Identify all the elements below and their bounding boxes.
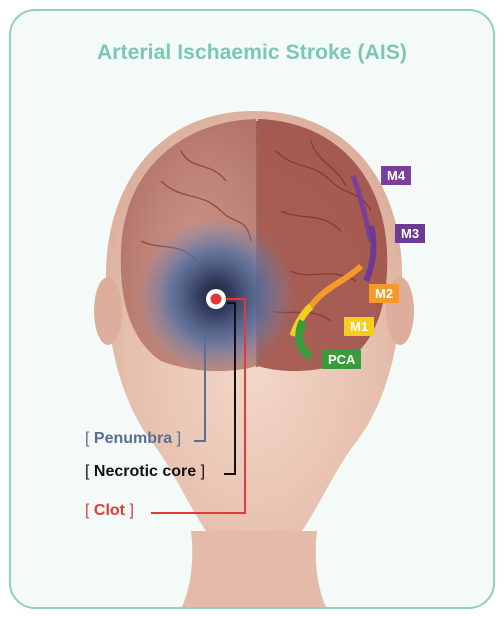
clot-marker bbox=[211, 294, 222, 305]
m1-tag: M1 bbox=[344, 317, 374, 336]
m4-tag: M4 bbox=[381, 166, 411, 185]
diagram-card: Arterial Ischaemic Stroke (AIS) bbox=[9, 9, 495, 609]
neck bbox=[171, 531, 337, 609]
m2-tag: M2 bbox=[369, 284, 399, 303]
penumbra-label: [ Penumbra ] bbox=[85, 430, 181, 448]
m3-tag: M3 bbox=[395, 224, 425, 243]
clot-label: [ Clot ] bbox=[85, 502, 134, 520]
head-illustration bbox=[11, 11, 495, 609]
pca-tag: PCA bbox=[322, 350, 361, 369]
necrotic-core-label: [ Necrotic core ] bbox=[85, 463, 205, 481]
left-ear bbox=[94, 277, 122, 345]
